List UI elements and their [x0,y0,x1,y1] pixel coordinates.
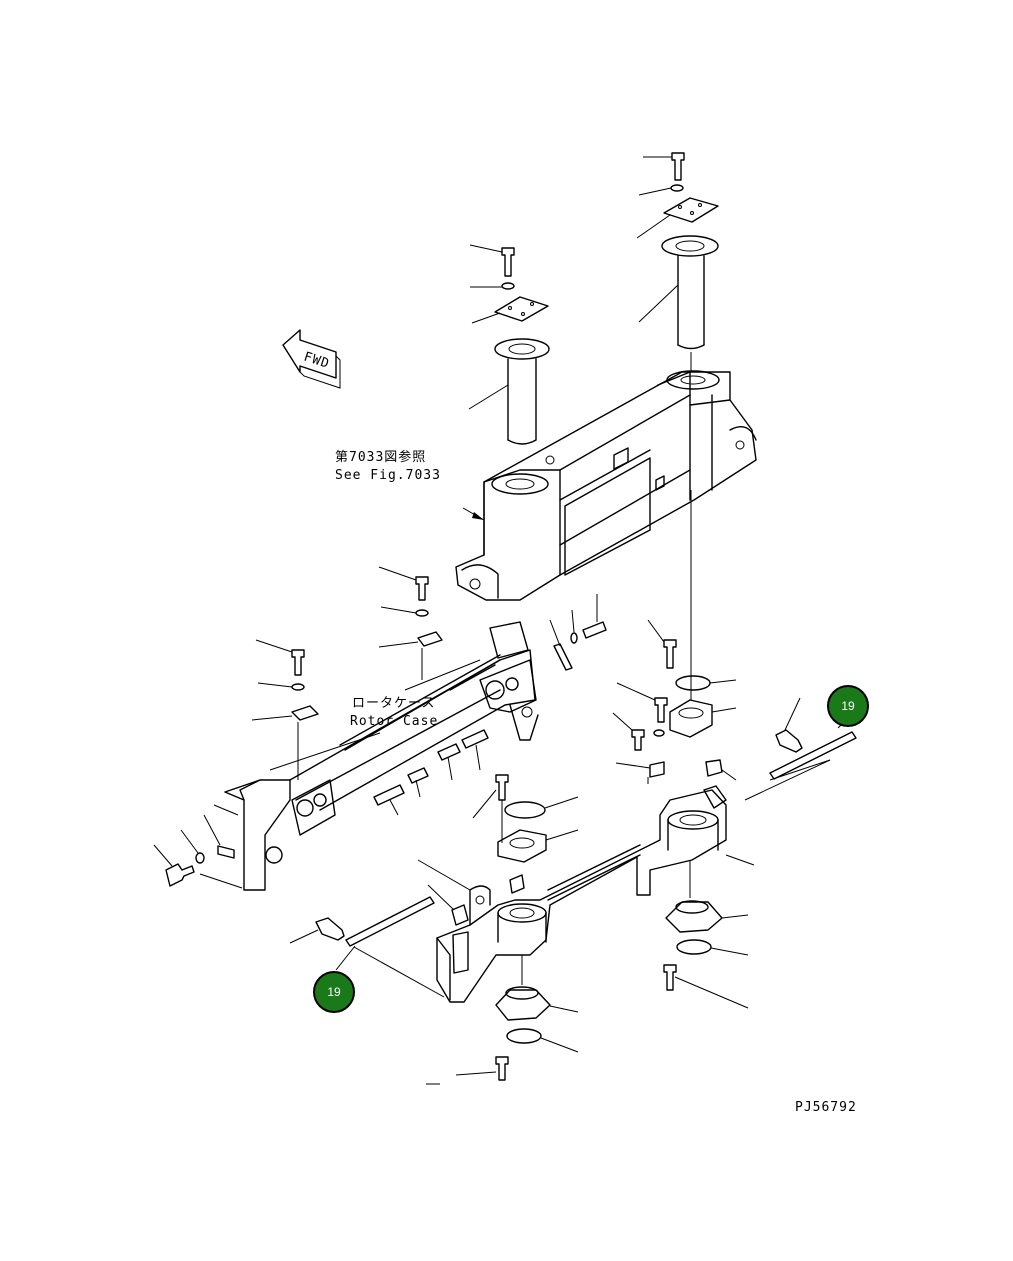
callout-number[interactable]: 19 [327,985,341,999]
reference-label-jp: 第7033図参照 [335,449,426,465]
reference-label-en: See Fig.7033 [335,468,441,483]
lower-center-stack [426,955,579,1085]
callout-marker[interactable] [827,685,869,727]
mid-flange-set [472,774,579,863]
shaft-pins [373,729,489,816]
bracket-fasteners-right [549,594,607,671]
lower-left-rod [289,896,445,998]
upper-right-column-parts [636,152,719,380]
callout-number[interactable]: 19 [841,699,855,713]
callout-19-right[interactable]: 19 [827,685,869,727]
callout-marker[interactable] [313,971,355,1013]
callout-19-left[interactable]: 19 [313,971,355,1013]
fwd-arrow: FWD [282,329,341,389]
lower-right-fasteners [612,619,737,784]
upper-right-rod [744,697,857,801]
bracket-fasteners-center [378,566,443,680]
drawing-number: PJ56792 [795,1100,857,1115]
upper-left-column-parts [468,244,550,445]
rotor-case-label-jp: ロータケース [352,696,435,711]
upper-main-frame [455,370,757,601]
left-lower-fasteners [153,804,243,889]
lower-frame [417,785,755,1003]
rotor-shaft-assembly [224,621,539,891]
left-fasteners [251,639,319,780]
lower-right-stack [663,860,749,1009]
